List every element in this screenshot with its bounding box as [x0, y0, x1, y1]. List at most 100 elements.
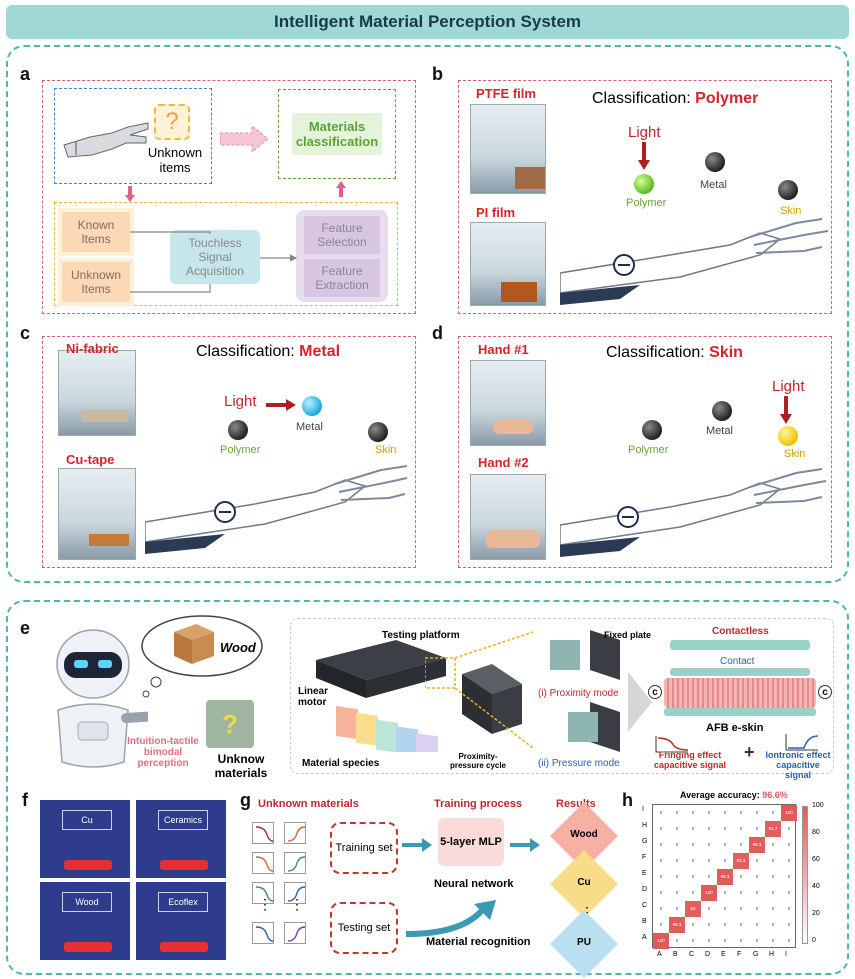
skin-label-c: Skin [375, 444, 397, 456]
matrix-cell: 0 [723, 810, 727, 815]
materials-classification-label: Materials classification [292, 113, 382, 155]
dots-left: ⋮ [258, 896, 272, 912]
sim-ceramics: Ceramics [136, 800, 226, 878]
skin-label-d: Skin [784, 448, 806, 460]
unknow-materials-label: Unknow materials [214, 752, 268, 780]
known-items-box: Known Items [58, 208, 134, 256]
signal-thumbnail [284, 852, 306, 874]
classification-value: Polymer [695, 90, 759, 107]
matrix-cell: 0 [739, 810, 743, 815]
matrix-cell: 0 [787, 890, 791, 895]
testing-platform-label: Testing platform [382, 630, 460, 641]
unknown-items-label: Unknown items [147, 145, 203, 175]
panel-c-letter: c [20, 323, 31, 343]
row-label: A [642, 934, 647, 941]
sim-cu: Cu [40, 800, 130, 878]
col-label: G [753, 951, 759, 958]
col-label: H [769, 951, 775, 958]
metal-ball [302, 396, 322, 416]
matrix-cell: 0 [771, 922, 775, 927]
matrix-cell: 0 [691, 842, 695, 847]
matrix-cell: 0 [691, 922, 695, 927]
skin-ball [368, 422, 388, 442]
col-label: I [785, 951, 787, 958]
row-label: I [642, 806, 644, 813]
matrix-cell: 0 [723, 826, 727, 831]
matrix-cell: 93 [685, 901, 701, 917]
matrix-cell: 0 [739, 906, 743, 911]
photo-pi [470, 222, 546, 306]
unknown-items-group [54, 88, 212, 184]
matrix-cell: 0 [659, 906, 663, 911]
matrix-cell: 0 [675, 938, 679, 943]
panel-h-letter: h [622, 790, 633, 810]
matrix-cell: 0 [675, 826, 679, 831]
c-symbol-left: c [648, 685, 662, 699]
matrix-cell: 0 [691, 938, 695, 943]
wood-thought-label: Wood [220, 640, 256, 655]
robot-arm-c [145, 465, 408, 554]
row-label: B [642, 918, 647, 925]
matrix-cell: 0 [771, 906, 775, 911]
panel-d [458, 336, 832, 568]
matrix-cell: 0 [771, 874, 775, 879]
matrix-cell: 0 [739, 890, 743, 895]
matrix-cell: 0 [675, 874, 679, 879]
matrix-cell: 0 [771, 858, 775, 863]
question-box: ? [154, 104, 190, 140]
accuracy-value: 96.6% [762, 790, 788, 800]
matrix-cell: 98.3 [749, 837, 765, 853]
feature-extraction-box: Feature Extraction [304, 259, 380, 297]
flow-arrow-2 [405, 900, 496, 937]
matrix-cell: 0 [771, 842, 775, 847]
classification-value: Skin [709, 344, 743, 361]
skin-ball [778, 426, 798, 446]
matrix-cell: 0 [755, 858, 759, 863]
matrix-cell: 0 [787, 906, 791, 911]
light-arrow-c [266, 399, 296, 411]
zoom-lines [425, 631, 534, 749]
row-label: C [642, 902, 648, 909]
light-arrow-d [780, 396, 792, 424]
matrix-cell: 0 [691, 810, 695, 815]
classification-value: Metal [299, 343, 341, 360]
signal-thumbnail [284, 882, 306, 904]
classification-c: Classification: Metal [196, 343, 340, 361]
cycle-label: Proximity-pressure cycle [449, 752, 507, 770]
photo-hand1 [470, 360, 546, 446]
feature-selection-box: Feature Selection [304, 216, 380, 254]
classification-b: Classification: Polymer [592, 90, 758, 108]
matrix-cell: 0 [707, 874, 711, 879]
fringing-label: Fringing effect capacitive signal [653, 750, 727, 770]
matrix-cell: 0 [787, 842, 791, 847]
matrix-cell: 0 [707, 938, 711, 943]
matrix-cell: 0 [787, 826, 791, 831]
panel-a-letter: a [20, 64, 31, 84]
panel-g-letter: g [240, 790, 251, 810]
colorbar-tick: 40 [812, 883, 820, 890]
material-species-icons [336, 706, 438, 752]
light-arrow-b [638, 142, 650, 170]
fixed-plate-label: Fixed plate [604, 630, 652, 640]
iontronic-label: Iontronic effect capacitive signal [765, 750, 831, 780]
matrix-cell: 0 [755, 906, 759, 911]
panel-b [458, 80, 832, 314]
matrix-cell: 0 [675, 858, 679, 863]
metal-label-b: Metal [700, 179, 727, 191]
row-label: H [642, 822, 648, 829]
matrix-cell: 0 [659, 810, 663, 815]
colorbar-tick: 100 [812, 802, 824, 809]
light-label-b: Light [628, 124, 661, 141]
accuracy-label: Average accuracy: 96.6% [680, 790, 788, 800]
matrix-cell: 0 [755, 826, 759, 831]
matrix-cell: 100 [701, 885, 717, 901]
flow-lines [130, 231, 298, 293]
panel-c [42, 336, 416, 568]
label-hand2: Hand #2 [478, 455, 529, 470]
signal-thumbnail [284, 822, 306, 844]
afb-label: AFB e-skin [706, 722, 764, 734]
matrix-cell: 0 [675, 906, 679, 911]
linear-motor [316, 640, 446, 698]
metal-ball [712, 401, 732, 421]
